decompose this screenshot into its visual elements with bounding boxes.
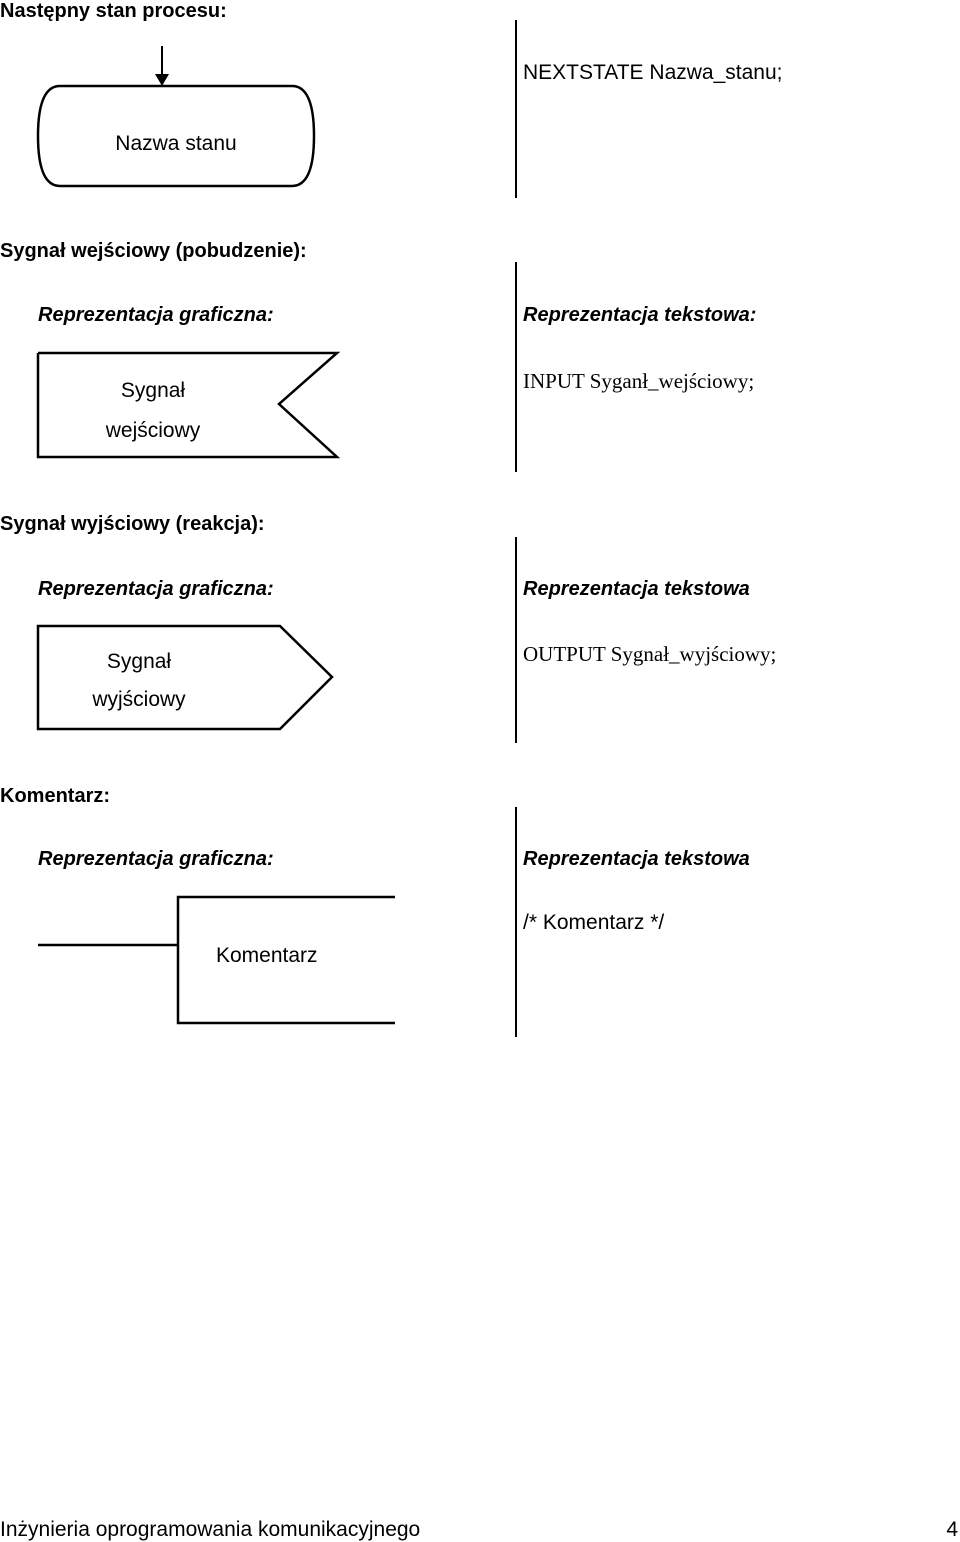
input-signal-symbol xyxy=(36,351,341,459)
comment-bracket xyxy=(176,895,395,1025)
divider-line xyxy=(515,262,517,472)
divider-line xyxy=(515,537,517,743)
output-text-repr: OUTPUT Sygnał_wyjściowy; xyxy=(523,642,777,666)
comment-text-label: Reprezentacja tekstowa xyxy=(523,848,750,870)
state-symbol xyxy=(36,46,316,188)
comment-graphic-label: Reprezentacja graficzna: xyxy=(38,848,274,870)
input-shape-line1: Sygnał xyxy=(120,379,186,402)
input-heading: Sygnał wejściowy (pobudzenie): xyxy=(0,240,307,262)
output-signal-symbol xyxy=(36,624,334,731)
output-heading: Sygnał wyjściowy (reakcja): xyxy=(0,513,265,535)
divider-line xyxy=(515,20,517,198)
input-text-label: Reprezentacja tekstowa: xyxy=(523,304,757,326)
input-graphic-label: Reprezentacja graficzna: xyxy=(38,304,274,326)
state-symbol-label: Nazwa stanu xyxy=(115,132,237,155)
page-number: 4 xyxy=(946,1518,958,1541)
footer-title: Inżynieria oprogramowania komunikacyjneg… xyxy=(0,1518,421,1541)
comment-symbol xyxy=(38,895,395,1025)
nextstate-text-repr: NEXTSTATE Nazwa_stanu; xyxy=(523,61,783,84)
output-graphic-label: Reprezentacja graficzna: xyxy=(38,578,274,600)
divider-line xyxy=(515,807,517,1037)
output-shape-line1: Sygnał xyxy=(106,650,172,673)
output-text-label: Reprezentacja tekstowa xyxy=(523,578,750,600)
arrow-head-icon xyxy=(155,74,169,86)
input-text-repr: INPUT Syganł_wejściowy; xyxy=(523,369,755,393)
comment-text-repr: /* Komentarz */ xyxy=(523,911,665,934)
comment-shape-label: Komentarz xyxy=(216,944,318,967)
output-signal-shape xyxy=(36,624,334,731)
input-signal-shape xyxy=(36,351,341,459)
input-shape-line2: wejściowy xyxy=(105,419,201,442)
state-rounded-box xyxy=(36,84,316,188)
output-shape-line2: wyjściowy xyxy=(92,688,186,711)
comment-heading: Komentarz: xyxy=(0,785,111,807)
nextstate-heading: Następny stan procesu: xyxy=(0,0,227,22)
